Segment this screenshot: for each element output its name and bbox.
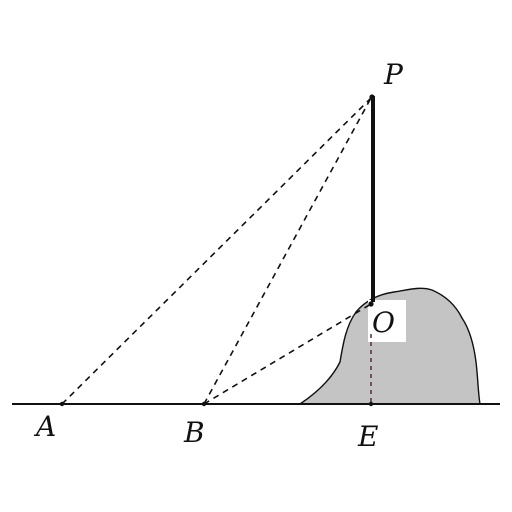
sightline-b-p	[203, 97, 372, 405]
point-o	[368, 301, 374, 307]
point-e	[368, 401, 374, 407]
label-o-backdrop	[368, 300, 406, 342]
label-p: P	[383, 58, 404, 91]
point-b	[201, 401, 207, 407]
label-b: B	[183, 416, 205, 449]
label-a: A	[33, 410, 56, 443]
rock-shape	[297, 287, 481, 405]
label-o: O	[372, 306, 395, 339]
label-e: E	[357, 420, 378, 453]
point-a	[59, 401, 65, 407]
sightline-a-p	[61, 97, 372, 405]
point-p	[369, 94, 375, 100]
